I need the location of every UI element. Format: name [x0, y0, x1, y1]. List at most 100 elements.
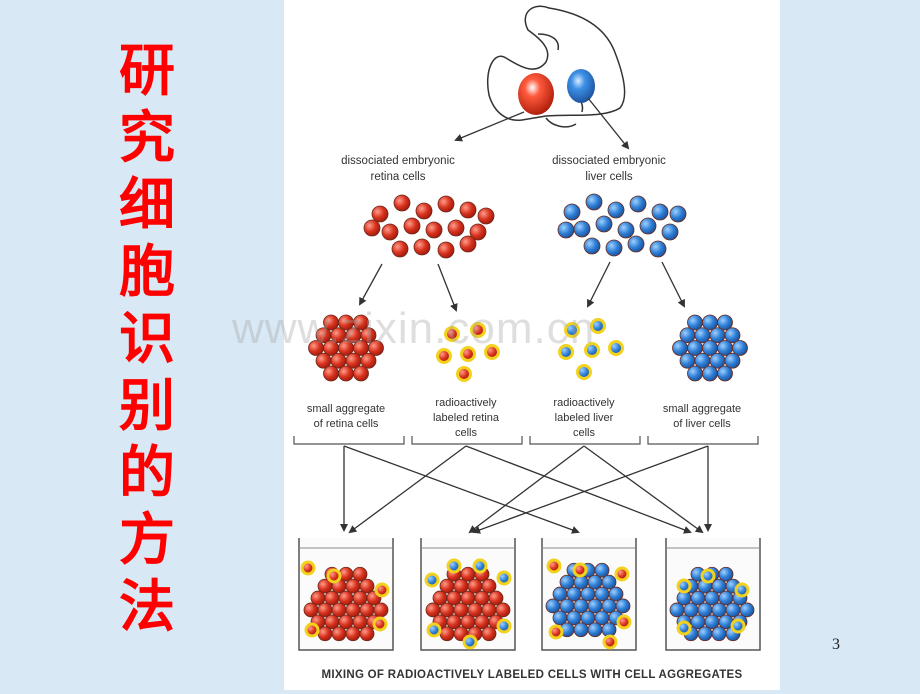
liver-aggregate-cell — [724, 327, 741, 344]
beaker2-labeled-cell — [446, 558, 462, 574]
beaker3-aggregate-cell — [594, 562, 610, 578]
beaker4-aggregate-cell — [718, 566, 734, 582]
beaker2-aggregate-cell — [488, 590, 504, 606]
liver-cell — [649, 240, 667, 258]
liver-cell — [605, 239, 623, 257]
labeled-retina-cell — [444, 326, 460, 342]
source-left-label: dissociated embryonic retina cells — [341, 155, 455, 183]
liver-cell — [639, 217, 657, 235]
source-left-line: retina cells — [371, 171, 426, 183]
diagram-panel: dissociated embryonic retina cells disso… — [284, 0, 780, 690]
retina-aggregate-cell — [323, 365, 339, 382]
retina-cell — [415, 202, 433, 220]
beaker4-labeled-cell — [734, 582, 750, 598]
source-right-label: dissociated embryonic liver cells — [552, 155, 666, 183]
retina-cell — [447, 219, 465, 237]
box2-line: cells — [455, 427, 478, 439]
retina-aggregate — [308, 314, 384, 382]
beaker3-labeled-cell — [546, 558, 562, 574]
beaker1-aggregate-cell — [359, 578, 375, 594]
beaker3-labeled-cell — [548, 624, 564, 640]
beaker1-aggregate-cell — [352, 566, 368, 582]
beaker2-labeled-cell — [462, 634, 478, 650]
retina-cell — [393, 194, 411, 212]
embryo-arrows — [454, 97, 630, 150]
retina-cell — [381, 223, 399, 241]
beaker1-labeled-cell — [304, 622, 320, 638]
labeled-retina-cell — [470, 322, 486, 338]
beaker1-labeled-cell — [326, 568, 342, 584]
retina-aggregate-cell — [338, 365, 354, 382]
retina-cell — [437, 241, 455, 259]
box3-line: radioactively — [553, 397, 615, 409]
beaker2-aggregate-cell — [481, 578, 497, 594]
box1-label: small aggregate of retina cells — [307, 403, 385, 430]
title-char: 的 — [119, 441, 175, 506]
beaker1-aggregate-cell — [317, 626, 333, 642]
liver-aggregate-cell — [687, 365, 703, 382]
dissociated-retina-cells — [363, 194, 495, 259]
box1-line: of retina cells — [314, 418, 379, 430]
labeled-liver-cells — [558, 318, 624, 380]
liver-cell — [651, 203, 669, 221]
box4-label: small aggregate of liver cells — [663, 403, 741, 430]
retina-aggregate-cell — [360, 327, 377, 344]
liver-cell — [573, 220, 591, 238]
box4-line: of liver cells — [673, 418, 731, 430]
labeled-retina-cell — [484, 344, 500, 360]
retina-cell — [477, 207, 495, 225]
liver-cell — [595, 215, 613, 233]
liver-aggregate-cell — [732, 340, 748, 356]
box4-line: small aggregate — [663, 403, 741, 415]
cell-recognition-diagram: dissociated embryonic retina cells disso… — [293, 5, 761, 681]
retina-cell — [469, 223, 487, 241]
retina-cell — [459, 201, 477, 219]
retina-cell — [413, 238, 431, 256]
title-char: 细 — [119, 173, 175, 238]
liver-cell — [557, 221, 575, 239]
beaker4-labeled-cell — [676, 578, 692, 594]
diagram-caption: MIXING OF RADIOACTIVELY LABELED CELLS WI… — [322, 669, 743, 681]
retina-cell — [437, 195, 455, 213]
box2-line: radioactively — [435, 397, 497, 409]
beaker4-labeled-cell — [676, 620, 692, 636]
box1-line: small aggregate — [307, 403, 385, 415]
labeled-retina-cells — [436, 322, 500, 382]
labeled-liver-cell — [584, 342, 600, 358]
title-char: 研 — [119, 39, 175, 104]
beaker4-labeled-cell — [700, 568, 716, 584]
retina-cell — [403, 217, 421, 235]
labeled-liver-cell — [590, 318, 606, 334]
title-char: 识 — [119, 307, 175, 372]
title-char: 方 — [119, 508, 175, 573]
source-right-line: liver cells — [585, 171, 633, 183]
labeled-retina-cell — [460, 346, 476, 362]
beaker4-labeled-cell — [730, 618, 746, 634]
source-left-line: dissociated embryonic — [341, 155, 455, 167]
beaker1-aggregate-cell — [359, 626, 375, 642]
embryo-eye-retina — [518, 73, 554, 115]
page-number: 3 — [832, 636, 840, 653]
beaker4-aggregate-cell — [697, 626, 713, 642]
retina-aggregate-cell — [353, 314, 369, 331]
retina-cell — [391, 240, 409, 258]
labeled-liver-cell — [576, 364, 592, 380]
beaker2-aggregate-cell — [439, 626, 455, 642]
mixing-arrows — [340, 445, 712, 534]
split-arrows — [359, 261, 685, 312]
beaker3-aggregate-cell — [573, 622, 589, 638]
beaker1-labeled-cell — [374, 582, 390, 598]
labeled-liver-cell — [564, 322, 580, 338]
retina-aggregate-cell — [353, 365, 369, 382]
title-char: 胞 — [119, 240, 175, 305]
embryo-liver — [567, 69, 595, 103]
beaker2-labeled-cell — [496, 570, 512, 586]
liver-aggregate-cell — [717, 314, 733, 331]
beaker4-aggregate-cell — [711, 626, 727, 642]
liver-aggregate — [672, 314, 748, 382]
liver-cell — [627, 235, 645, 253]
beaker4-aggregate-cell — [739, 602, 755, 618]
liver-aggregate-cell — [724, 352, 741, 369]
liver-aggregate-cell — [717, 365, 733, 382]
retina-aggregate-cell — [368, 340, 384, 356]
